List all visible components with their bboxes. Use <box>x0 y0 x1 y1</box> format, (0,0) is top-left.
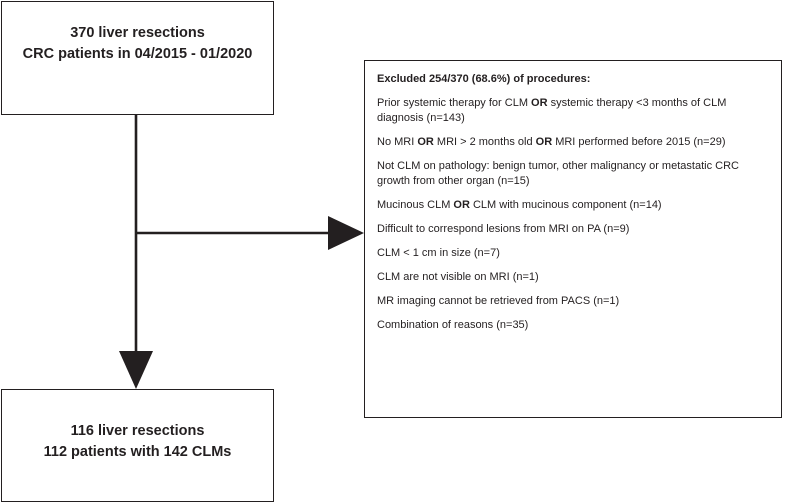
initial-cohort-box: 370 liver resections CRC patients in 04/… <box>1 1 274 115</box>
reason-text: No MRI <box>377 136 418 148</box>
initial-cohort-line1: 370 liver resections <box>70 25 205 41</box>
reason-text: systemic therapy <3 months of CLM diagno… <box>377 97 727 124</box>
initial-cohort-line2: CRC patients in 04/2015 - 01/2020 <box>22 46 253 62</box>
exclusion-reason: Combination of reasons (n=35) <box>377 318 769 333</box>
reason-text: MRI > 2 months old <box>433 136 536 148</box>
or-keyword: OR <box>535 136 553 148</box>
reason-text: MR imaging cannot be retrieved from PACS… <box>377 295 620 307</box>
reason-text: Mucinous CLM <box>377 199 454 211</box>
reason-text: CLM with mucinous component (n=14) <box>469 199 662 211</box>
or-keyword: OR <box>453 199 470 211</box>
final-cohort-box: 116 liver resections 112 patients with 1… <box>1 389 274 502</box>
exclusion-reason-list: Prior systemic therapy for CLM OR system… <box>377 96 769 333</box>
exclusion-reason: MR imaging cannot be retrieved from PACS… <box>377 294 769 309</box>
final-cohort-line2: 112 patients with 142 CLMs <box>43 443 232 460</box>
reason-text: Prior systemic therapy for CLM <box>377 97 532 109</box>
or-keyword: OR <box>531 97 548 109</box>
reason-text: Difficult to correspond lesions from MRI… <box>377 223 630 235</box>
exclusion-reason: Difficult to correspond lesions from MRI… <box>377 222 769 237</box>
right-arrowhead <box>328 216 364 250</box>
exclusion-reason: Prior systemic therapy for CLM OR system… <box>377 96 769 126</box>
final-cohort-line1: 116 liver resections <box>70 422 205 439</box>
exclusion-reason: CLM are not visible on MRI (n=1) <box>377 270 769 285</box>
reason-text: MRI performed before 2015 (n=29) <box>552 136 726 148</box>
exclusion-reason: Mucinous CLM OR CLM with mucinous compon… <box>377 198 769 213</box>
exclusion-heading: Excluded 254/370 (68.6%) of procedures: <box>377 73 591 85</box>
exclusion-reason: No MRI OR MRI > 2 months old OR MRI perf… <box>377 135 769 150</box>
exclusion-reason: CLM < 1 cm in size (n=7) <box>377 246 769 261</box>
or-keyword: OR <box>417 136 434 148</box>
reason-text: CLM are not visible on MRI (n=1) <box>377 271 539 283</box>
reason-text: CLM < 1 cm in size (n=7) <box>377 247 500 259</box>
exclusion-box: Excluded 254/370 (68.6%) of procedures: … <box>364 60 782 418</box>
reason-text: Not CLM on pathology: benign tumor, othe… <box>377 160 739 187</box>
down-arrowhead <box>119 351 153 389</box>
reason-text: Combination of reasons (n=35) <box>377 319 529 331</box>
exclusion-reason: Not CLM on pathology: benign tumor, othe… <box>377 159 769 189</box>
